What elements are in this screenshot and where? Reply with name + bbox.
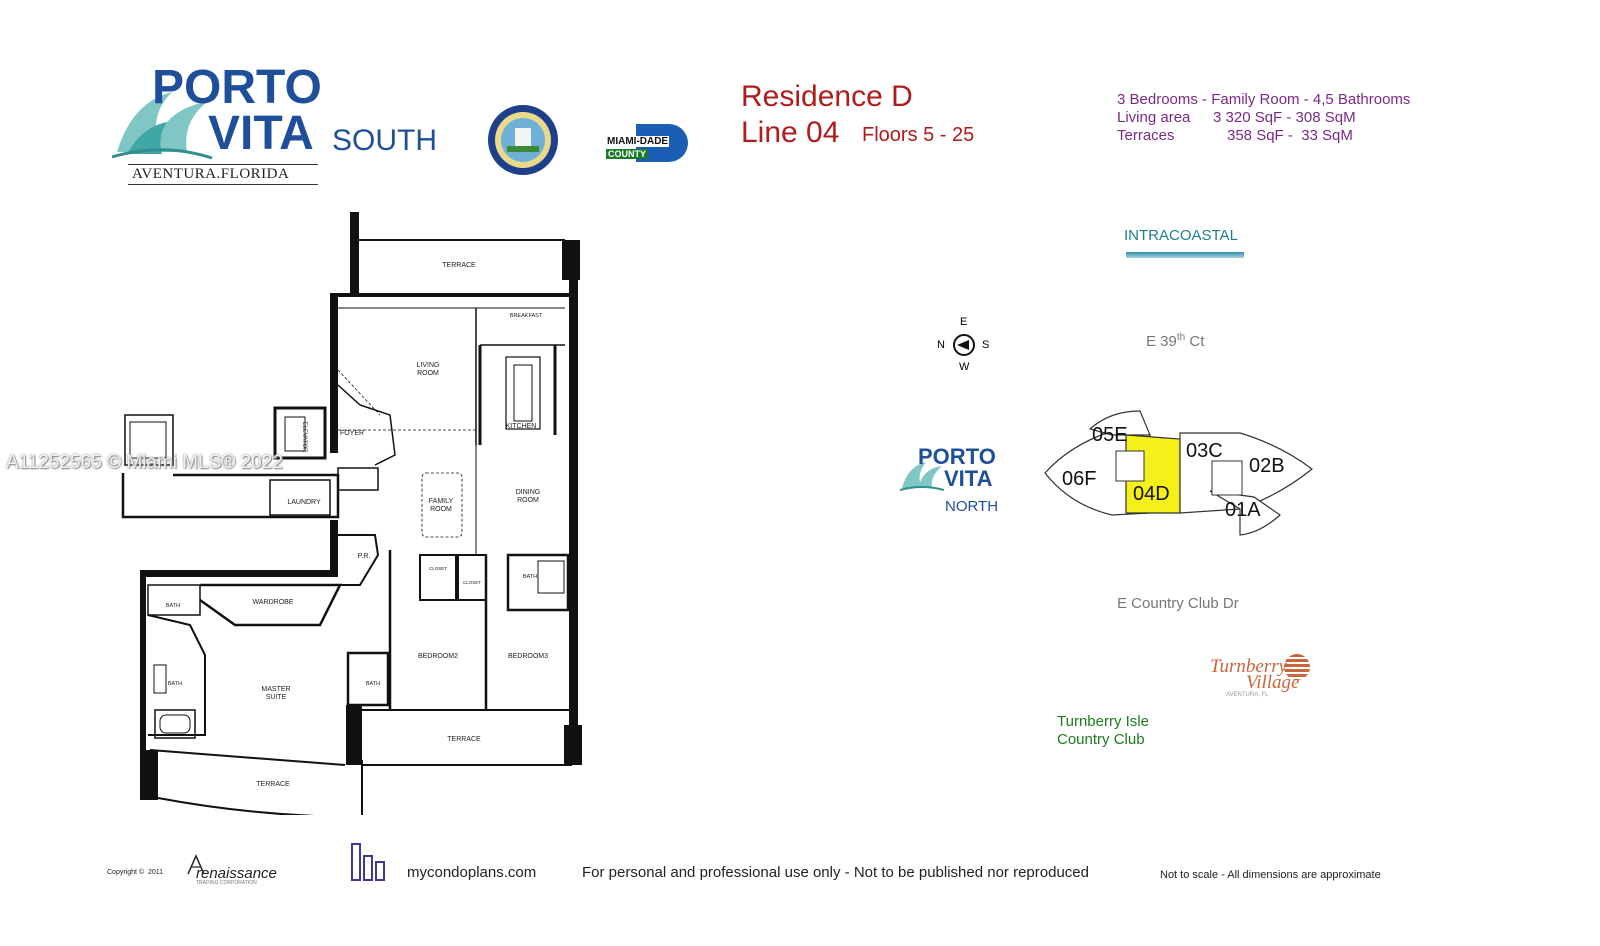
room-master-1: MASTER [261, 686, 290, 693]
city-seal-icon [488, 105, 558, 175]
compass: E N S W [934, 316, 996, 378]
north-vita-text: VITA [944, 466, 993, 491]
details-living-label: Living area [1117, 109, 1191, 126]
room-bath-c: BATH [523, 574, 537, 580]
room-bedroom3: BEDROOM3 [508, 653, 548, 660]
room-terrace-right: TERRACE [447, 736, 481, 743]
porto-vita-north-logo: PORTO VITA NORTH [898, 444, 1008, 520]
room-bath-d: BATH [366, 681, 380, 687]
room-living-2: ROOM [417, 370, 439, 377]
logo-underline-bottom [128, 184, 318, 185]
compass-s: S [982, 339, 990, 351]
porto-vita-south-logo: PORTO VITA SOUTH AVENTURA.FLORIDA [112, 62, 452, 192]
room-master-2: SUITE [266, 694, 287, 701]
city-seal [487, 104, 559, 176]
room-kitchen: KITCHEN [506, 423, 537, 430]
turnberry-village-sun-icon [1284, 654, 1310, 680]
unit-04d: 04D [1133, 483, 1170, 505]
footer-copyright: Copyright © 2011 [107, 869, 164, 876]
logo-location-text: AVENTURA.FLORIDA [132, 166, 290, 182]
residence-floors: Floors 5 - 25 [862, 124, 975, 146]
turnberry-village-text-1: Turnberry [1210, 656, 1288, 677]
room-breakfast: BREAKFAST [510, 313, 543, 319]
details-terraces-value: 358 SqF - 33 SqM [1227, 127, 1353, 144]
turnberry-village-text-2: Village [1246, 672, 1300, 693]
turnberry-village-logo: Turnberry Village AVENTURA, FL [1208, 652, 1318, 702]
room-laundry: LAUNDRY [287, 499, 321, 506]
logo-vita-text: VITA [208, 107, 314, 160]
logo-underline [128, 164, 318, 165]
compass-icon [953, 334, 975, 356]
north-label: NORTH [945, 498, 999, 515]
miami-dade-logo: MIAMI-DADE COUNTY [606, 124, 688, 162]
unit-05e: 05E [1092, 424, 1128, 446]
footer-scale: Not to scale - All dimensions are approx… [1160, 869, 1381, 881]
compass-n: N [937, 339, 945, 351]
room-elevator: ELEVATOR [301, 421, 307, 453]
compass-e: E [960, 316, 968, 328]
mycondoplans-logo-icon [351, 843, 385, 881]
room-family-1: FAMILY [429, 498, 454, 505]
compass-w: W [959, 361, 970, 373]
miami-dade-top-text: MIAMI-DADE [606, 136, 670, 147]
room-bedroom2: BEDROOM2 [418, 653, 458, 660]
residence-line: Line 04 [741, 116, 840, 149]
footer-renaissance: renaissance [196, 865, 277, 882]
north-palm-wave-icon [900, 462, 944, 491]
turnberry-isle-line-2: Country Club [1057, 731, 1145, 748]
room-closet-a: CLOSET [429, 566, 447, 571]
unit-02b: 02B [1249, 455, 1285, 477]
room-pr: P.R. [358, 553, 371, 560]
room-living-1: LIVING [417, 362, 440, 369]
room-bath-a: BATH [166, 603, 180, 609]
turnberry-isle-line-1: Turnberry Isle [1057, 713, 1149, 730]
room-dining-1: DINING [516, 489, 541, 496]
details-rooms: 3 Bedrooms - Family Room - 4,5 Bathrooms [1117, 91, 1411, 108]
intracoastal-label: INTRACOASTAL [1124, 227, 1238, 244]
unit-01a: 01A [1225, 499, 1261, 521]
north-porto-text: PORTO [918, 444, 996, 469]
turnberry-village-text-3: AVENTURA, FL [1226, 692, 1269, 698]
room-bath-b: BATH [168, 681, 182, 687]
floor-plan: TERRACE BREAKFAST LIVING ROOM KITCHEN FO… [121, 212, 582, 815]
mls-watermark: A11252565 © Miami MLS® 2022 [6, 452, 283, 473]
street-top-name: E 39 [1146, 333, 1177, 350]
street-top: E 39th Ct [1146, 332, 1204, 350]
intracoastal-water-line [1126, 252, 1244, 258]
unit-key-plan: 05E 06F 04D 03C 02B 01A [1044, 410, 1313, 536]
unit-06f: 06F [1062, 468, 1096, 490]
room-foyer: FOYER [340, 430, 364, 437]
residence-title: Residence D [741, 80, 913, 113]
street-bottom: E Country Club Dr [1117, 595, 1239, 612]
footer-renaissance-sub: TRADING CORPORATION [196, 880, 257, 886]
room-terrace-bottom: TERRACE [256, 781, 290, 788]
logo-south-text: SOUTH [332, 124, 437, 157]
renaissance-icon [187, 854, 205, 875]
logo-porto-text: PORTO [152, 61, 322, 114]
unit-03c: 03C [1186, 440, 1223, 462]
room-family-2: ROOM [430, 506, 452, 513]
street-top-sup: th [1176, 332, 1186, 343]
footer-notice: For personal and professional use only -… [582, 864, 1089, 881]
miami-dade-bottom-text: COUNTY [606, 149, 648, 159]
palm-wave-icon [112, 92, 213, 160]
details-living-value: 3 320 SqF - 308 SqM [1213, 109, 1356, 126]
room-wardrobe: WARDROBE [253, 599, 294, 606]
room-dining-2: ROOM [517, 497, 539, 504]
details-terraces-label: Terraces [1117, 127, 1175, 144]
room-closet-b: CLOSET [463, 580, 481, 585]
room-terrace-top: TERRACE [442, 262, 476, 269]
footer-website: mycondoplans.com [407, 864, 537, 881]
street-top-suffix: Ct [1185, 333, 1205, 350]
